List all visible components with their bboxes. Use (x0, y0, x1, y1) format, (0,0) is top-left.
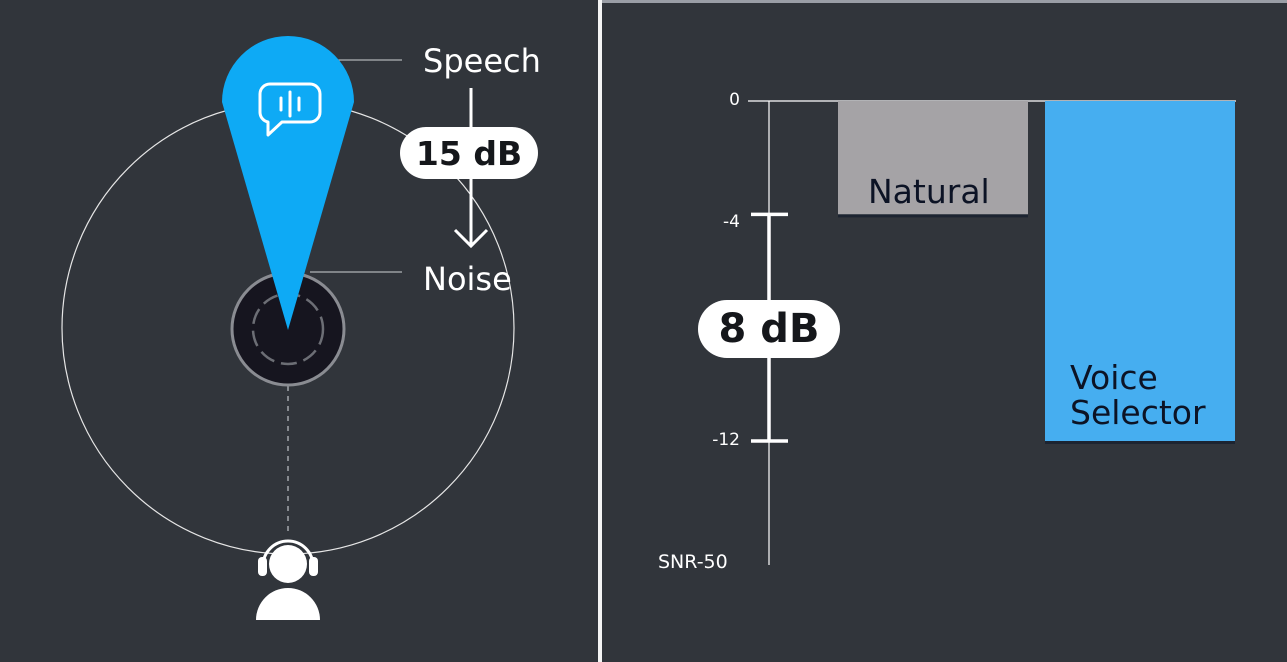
speech-pin (222, 36, 354, 330)
spatial-diagram (61, 36, 515, 620)
y-axis-label: SNR-50 (658, 551, 728, 573)
y-tick-label: -4 (723, 212, 740, 232)
snr-improvement-pill: 8 dB (698, 300, 840, 358)
panel-divider (598, 0, 602, 662)
chart-top-border (602, 0, 1287, 3)
bar-natural (838, 101, 1028, 215)
speech-noise-difference-pill: 15 dB (400, 127, 538, 179)
noise-label: Noise (423, 260, 512, 298)
bar-label-natural: Natural (868, 172, 990, 211)
bar-voice-selector (1045, 101, 1235, 441)
speech-label: Speech (423, 42, 541, 80)
y-tick-label: 0 (729, 90, 740, 110)
listener-headphones-icon (256, 539, 320, 620)
y-tick-label: -12 (712, 430, 740, 450)
speech-bubble-icon (258, 82, 322, 137)
